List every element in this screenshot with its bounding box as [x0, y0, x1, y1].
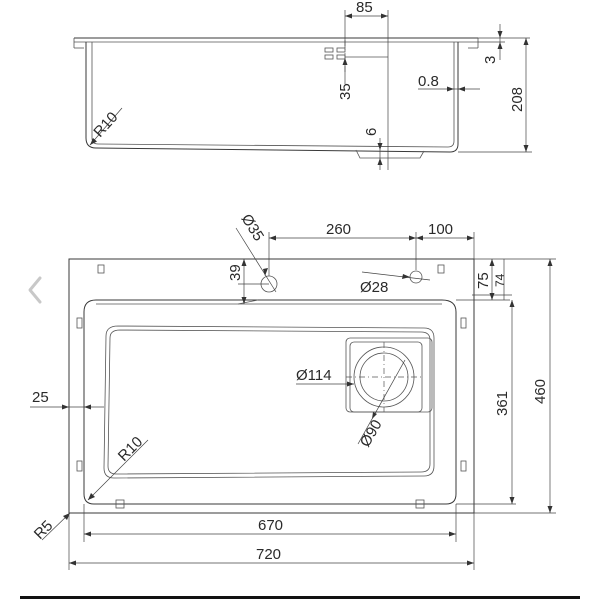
- dim-260: 260: [326, 221, 351, 238]
- dia-114: Ø114: [296, 367, 332, 384]
- dim-361: 361: [494, 391, 511, 416]
- radius-r5: R5: [31, 517, 57, 543]
- dim-6: 6: [363, 128, 380, 136]
- dia-28: Ø28: [360, 279, 388, 296]
- dim-208: 208: [509, 87, 526, 112]
- dim-25: 25: [32, 389, 49, 406]
- dim-720: 720: [256, 546, 281, 563]
- dim-100: 100: [428, 221, 453, 238]
- plan-view: 260 100 Ø35 39 Ø28 75 74 361: [30, 211, 556, 570]
- section-view: 85 35 6 3 208 0.8 R10: [73, 0, 532, 170]
- dim-460: 460: [532, 379, 549, 404]
- chevron-left-icon[interactable]: [18, 270, 48, 310]
- dim-74: 74: [493, 273, 507, 287]
- dim-75: 75: [475, 272, 492, 289]
- dia-90: Ø90: [357, 417, 386, 450]
- dim-85: 85: [356, 0, 373, 16]
- radius-r10-plan: R10: [115, 433, 146, 464]
- dim-35: 35: [337, 83, 354, 100]
- dim-3: 3: [482, 56, 499, 64]
- dim-0-8: 0.8: [418, 73, 439, 90]
- dia-35: Ø35: [238, 211, 267, 244]
- dim-39: 39: [227, 264, 244, 281]
- bottom-divider: [20, 596, 580, 599]
- dim-670: 670: [258, 517, 283, 534]
